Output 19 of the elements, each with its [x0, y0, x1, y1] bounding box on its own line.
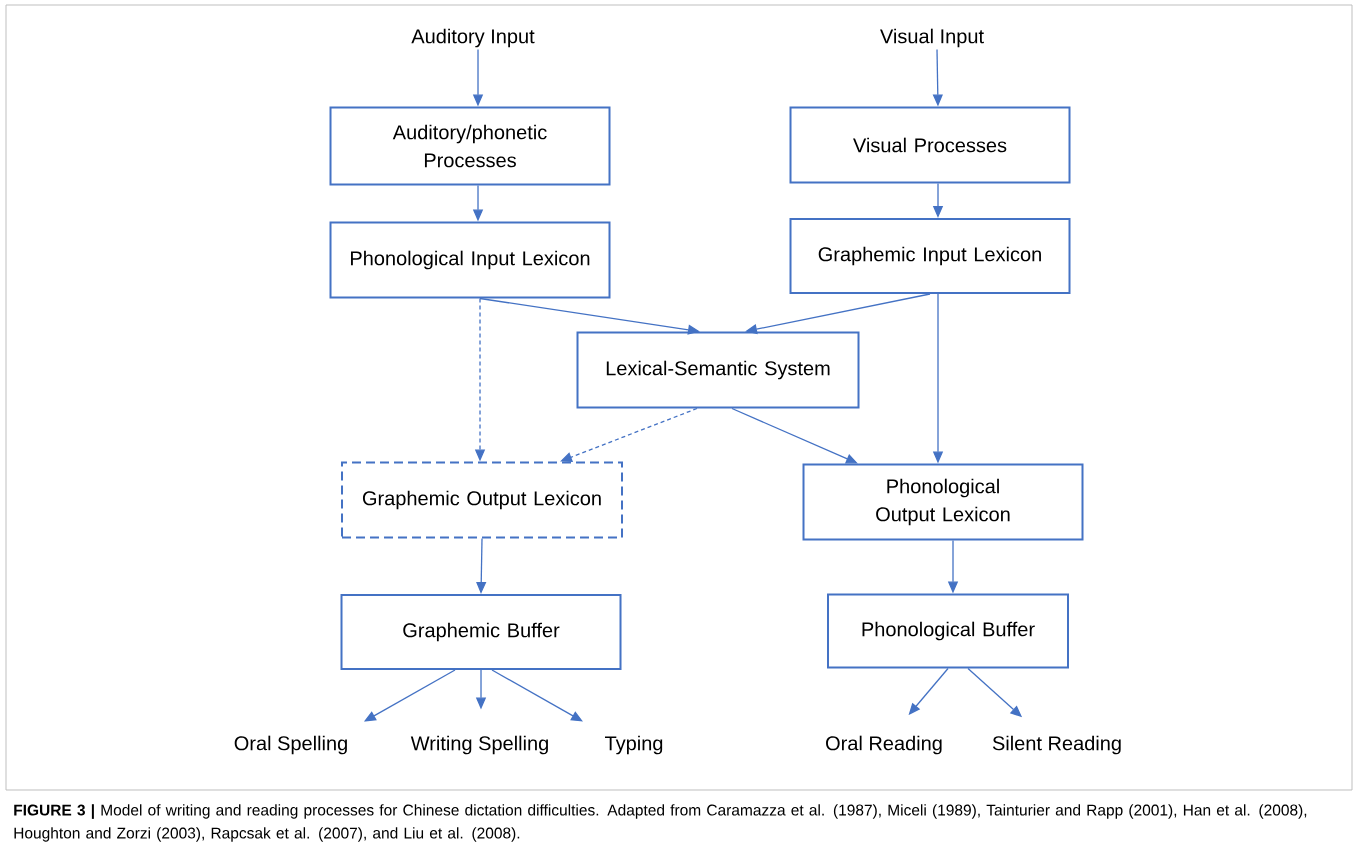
process-box: Phonological Input Lexicon [329, 221, 611, 299]
output-label: Typing [605, 735, 663, 755]
process-box: Graphemic Buffer [340, 594, 622, 670]
process-box: Visual Processes [789, 106, 1071, 184]
arrow [731, 407, 858, 464]
arrow [560, 407, 698, 462]
input-label: Auditory Input [411, 28, 535, 48]
process-box: Phonological Buffer [827, 593, 1069, 669]
input-label: Visual Input [880, 28, 984, 48]
output-label: Silent Reading [992, 735, 1121, 755]
process-box: Lexical-Semantic System [576, 331, 860, 409]
process-box: Graphemic Output Lexicon [341, 461, 623, 539]
output-label: Writing Spelling [410, 735, 548, 755]
output-label: Oral Reading [826, 735, 942, 755]
process-box: Graphemic Input Lexicon [789, 218, 1071, 294]
caption: FIGURE 3 | Model of writing and reading processes for Chinese dictation difficulties. Adapted from Caramazza et al. (1987), Miceli (1989), Tainturier and Rapp (2001), Han et al. (2008), Houghton and Zorzi (2003), Rapcsak et al. (2007), and Liu et al. (2008). [14, 804, 1307, 842]
process-box: Phonological Output Lexicon [802, 463, 1084, 541]
output-label: Oral Spelling [234, 735, 347, 755]
process-box: Auditory/phonetic Processes [329, 106, 611, 186]
